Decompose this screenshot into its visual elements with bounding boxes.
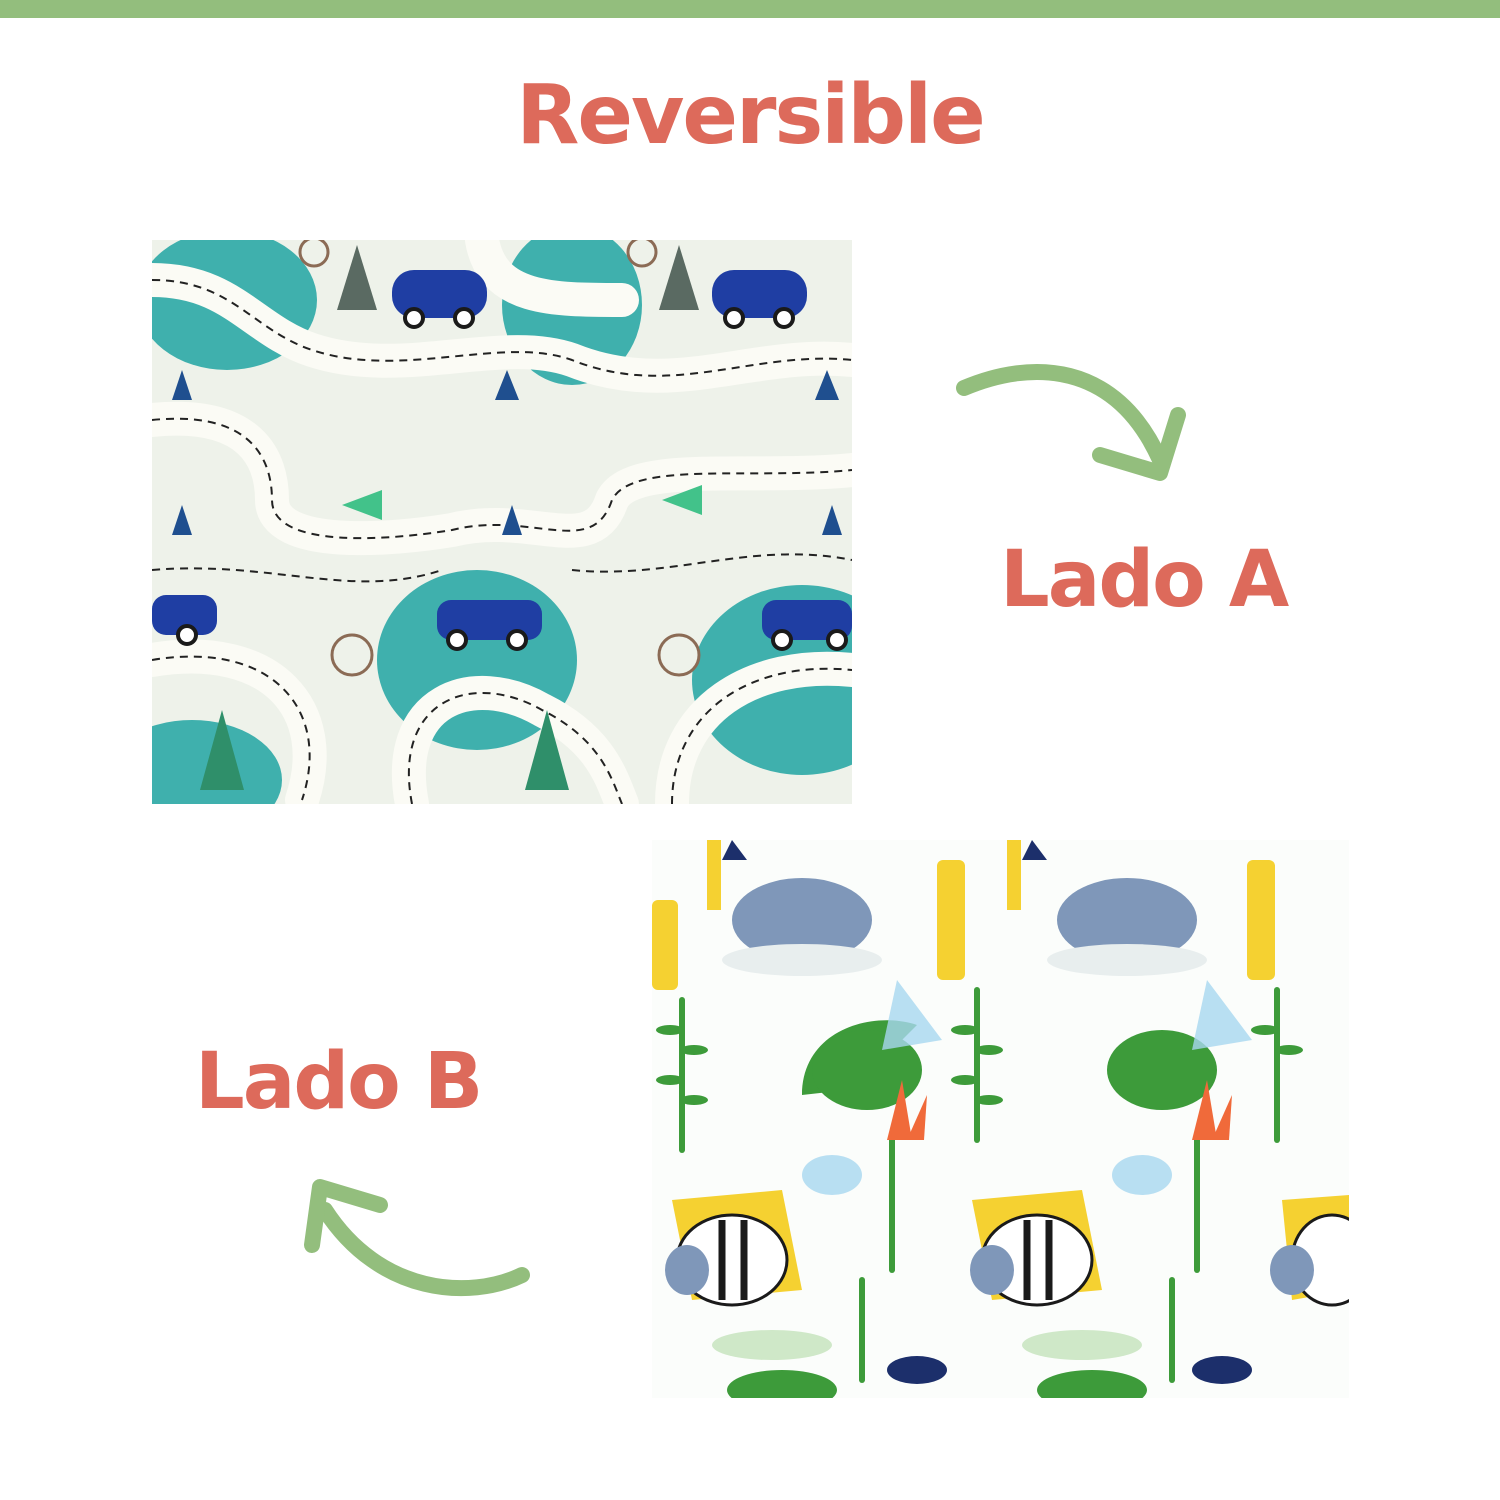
top-accent-bar	[0, 0, 1500, 18]
curved-arrow-icon	[290, 1165, 540, 1315]
side-b-label: Lado B	[195, 1037, 483, 1127]
curved-arrow-icon	[950, 355, 1200, 495]
mat-side-a-image	[152, 240, 852, 804]
mat-side-b-image	[652, 840, 1349, 1398]
page-title: Reversible	[516, 68, 986, 163]
side-a-label: Lado A	[1000, 535, 1289, 625]
